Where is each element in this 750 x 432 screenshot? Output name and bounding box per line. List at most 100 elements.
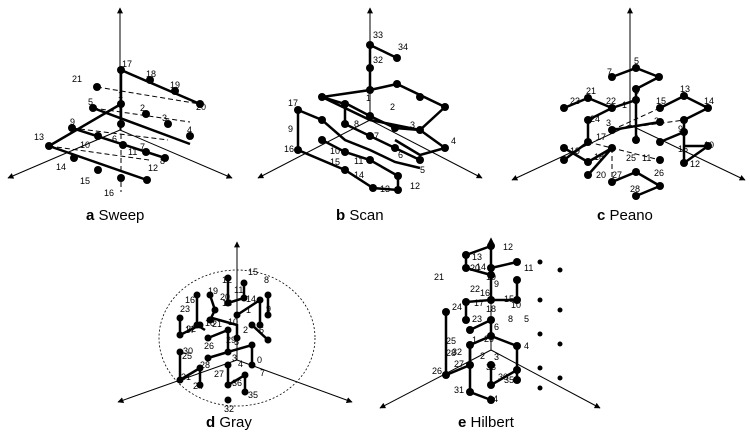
panel-b-node-label: 12 bbox=[410, 181, 420, 191]
panel-a-node-label: 11 bbox=[128, 147, 137, 157]
panel-d-node-label: 36 bbox=[232, 378, 242, 388]
panel-d-nodes bbox=[176, 274, 272, 404]
panel-c-node-label: 8 bbox=[634, 86, 639, 96]
panel-e-nodes bbox=[442, 242, 563, 404]
panel-a-node-label: 19 bbox=[170, 80, 180, 90]
panel-c-node-label: 10 bbox=[704, 140, 714, 150]
panel-c-nodes bbox=[560, 64, 712, 200]
panel-b-node-label: 5 bbox=[420, 165, 425, 175]
panel-b-node-label: 32 bbox=[373, 55, 383, 65]
panel-e-node-label: 8 bbox=[508, 314, 513, 324]
panel-a-node-label: 8 bbox=[160, 156, 165, 166]
panel-d-node-label: 23 bbox=[180, 304, 190, 314]
panel-b-node-label: 8 bbox=[354, 119, 359, 129]
panel-d-node-label: 8 bbox=[264, 275, 269, 285]
panel-b-node-label: 4 bbox=[451, 136, 456, 146]
panel-c-node-label: 5 bbox=[634, 56, 639, 66]
panel-b-node-label: 1 bbox=[366, 93, 371, 103]
panel-d-node-label: 20 bbox=[220, 292, 230, 302]
panel-c-node-label: 27 bbox=[612, 170, 622, 180]
panel-e-node-label: 4 bbox=[524, 341, 529, 351]
panel-b-node-label: 2 bbox=[390, 102, 395, 112]
panel-d-node-label: 14 bbox=[246, 294, 256, 304]
panel-c-node-label: 7 bbox=[607, 67, 612, 77]
panel-d-node-label: 29 bbox=[226, 335, 236, 345]
panel-e-node-label: 12 bbox=[503, 242, 513, 252]
panel-c-node-label: 11 bbox=[642, 153, 651, 163]
panel-a-node-label: 12 bbox=[148, 163, 158, 173]
panel-e-node-label: 15 bbox=[504, 294, 514, 304]
panel-e-node-label: 19 bbox=[486, 272, 496, 282]
panel-a-node-label: 14 bbox=[56, 162, 66, 172]
panel-b-node-label: 10 bbox=[330, 146, 340, 156]
panel-d-node-label: 27 bbox=[214, 369, 224, 379]
panel-e-node-label: 1 bbox=[472, 335, 477, 345]
panel-e-node-label: 31 bbox=[454, 385, 464, 395]
panel-b-node-label: 6 bbox=[398, 150, 403, 160]
panel-e-node-label: 27 bbox=[454, 359, 464, 369]
panel-c-node-label: 28 bbox=[630, 184, 640, 194]
panel-b-node-label: 33 bbox=[373, 30, 383, 40]
panel-e-node-label: 26 bbox=[432, 366, 442, 376]
panel-b-node-label: 14 bbox=[354, 170, 364, 180]
panel-a-node-label: 17 bbox=[122, 59, 132, 69]
panel-d-node-label: 26 bbox=[204, 341, 214, 351]
panel-e-node-label: 3 bbox=[494, 352, 499, 362]
panel-c-dashed bbox=[587, 107, 685, 182]
panel-e-node-label: 34 bbox=[488, 394, 498, 404]
panel-e-node-label: 25 bbox=[446, 336, 456, 346]
panel-d-node-label: 17 bbox=[185, 325, 195, 335]
panel-d-ellipse bbox=[158, 269, 316, 407]
panel-d-node-label: 12 bbox=[222, 275, 232, 285]
panel-d-node-label: 35 bbox=[248, 390, 258, 400]
panel-d-node-label: 30 bbox=[183, 346, 193, 356]
panel-e-node-label: 14 bbox=[476, 262, 486, 272]
panel-b-node-label: 15 bbox=[330, 157, 340, 167]
panel-e-node-label: 28 bbox=[446, 348, 456, 358]
panel-a-node-label: 4 bbox=[187, 125, 192, 135]
panel-c-node-label: 15 bbox=[656, 96, 666, 106]
panel-c-node-label: 3 bbox=[606, 118, 611, 128]
panel-d-node-label: 2 bbox=[243, 325, 248, 335]
panel-c-node-label: 9 bbox=[678, 124, 683, 134]
panel-a-node-label: 6 bbox=[112, 134, 117, 144]
panel-a-node-label: 18 bbox=[146, 69, 156, 79]
panel-a-node-label: 13 bbox=[34, 132, 44, 142]
panel-d-node-label: 13 bbox=[222, 298, 232, 308]
panel-a-node-label: 5 bbox=[88, 97, 93, 107]
panel-c-node-label: 18 bbox=[594, 152, 604, 162]
panel-c-node-label: 26 bbox=[654, 168, 664, 178]
panel-b-node-label: 11 bbox=[354, 156, 363, 166]
panel-a-dashed bbox=[48, 86, 201, 192]
panel-d-node-label: 18 bbox=[205, 318, 215, 328]
panel-e-node-label: 32 bbox=[452, 347, 462, 357]
panel-c-node-label: 13 bbox=[680, 84, 690, 94]
panel-c-node-label: 4 bbox=[634, 134, 639, 144]
panel-e-node-label: 18 bbox=[486, 304, 496, 314]
panel-a-node-label: 20 bbox=[196, 102, 206, 112]
panel-a-node-label: 3 bbox=[162, 113, 167, 123]
panel-b-node-label: 34 bbox=[398, 42, 408, 52]
panel-d-node-label: 16 bbox=[185, 295, 195, 305]
panel-d-node-label: 24 bbox=[193, 381, 203, 391]
panel-a-node-label: 21 bbox=[72, 74, 82, 84]
panel-d-node-label: 11 bbox=[234, 285, 243, 295]
panel-c-node-label: 6 bbox=[655, 72, 660, 82]
panel-d-node-label: 0 bbox=[257, 355, 262, 365]
panel-e-node-label: 13 bbox=[472, 252, 482, 262]
panel-d-node-label: 21 bbox=[212, 319, 222, 329]
panel-d-node-label: 10 bbox=[228, 317, 238, 327]
panel-c-caption: c Peano bbox=[597, 207, 653, 224]
panel-e-node-label: 29 bbox=[484, 334, 494, 344]
panel-e-node-label: 22 bbox=[470, 284, 480, 294]
panel-e-node-label: 30 bbox=[498, 372, 508, 382]
